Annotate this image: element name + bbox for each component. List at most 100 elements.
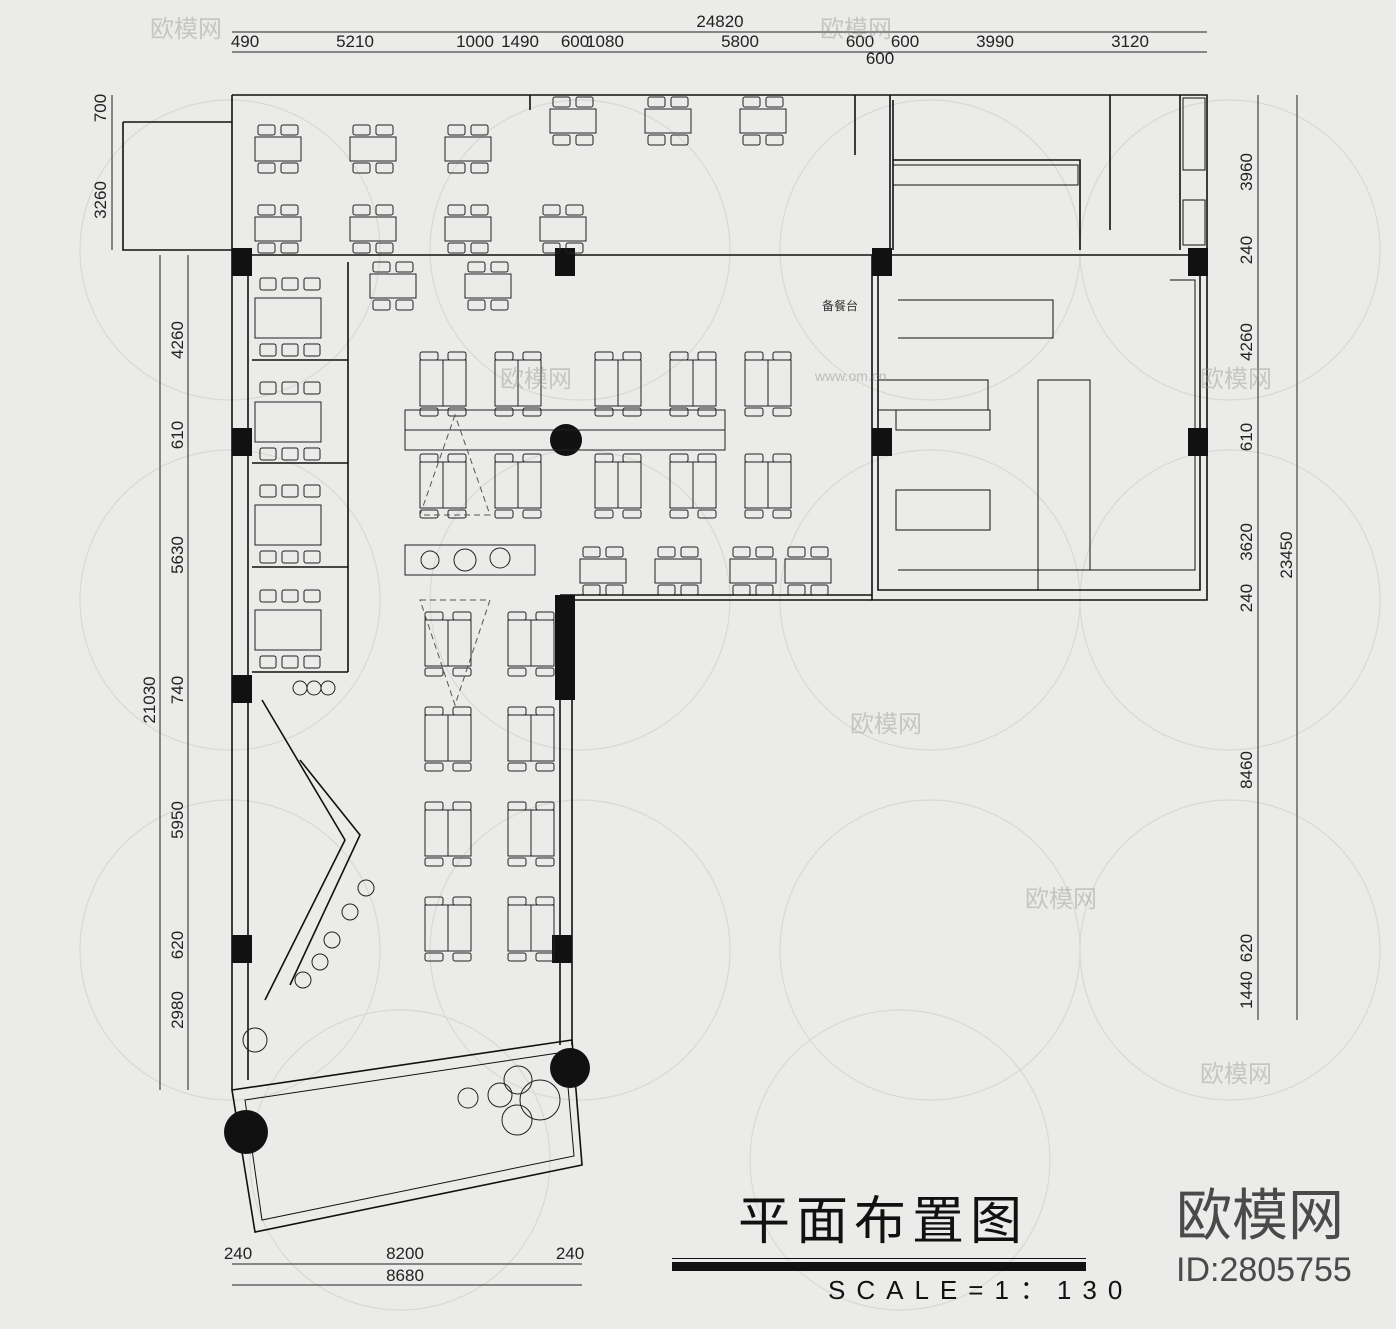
table-4-seat (254, 204, 302, 254)
table-4-seat (507, 801, 555, 867)
dimension-label: 8680 (386, 1266, 424, 1285)
drawing-title: 平面布置图 (738, 1192, 1029, 1252)
table-4-seat (444, 204, 492, 254)
paper-texture-arcs (79, 99, 1381, 1311)
column (232, 428, 252, 456)
dimension-label: 2980 (168, 991, 187, 1029)
table-4-seat (349, 124, 397, 174)
dimension-label: 23450 (1277, 531, 1296, 578)
watermark: 欧模网 (1025, 885, 1097, 913)
dimension-label: 8460 (1237, 751, 1256, 789)
table-4-seat (507, 611, 555, 677)
furniture-tables (254, 96, 832, 962)
table-4-seat (784, 546, 832, 596)
dimension-label: 8200 (386, 1244, 424, 1263)
dimension-label: 5630 (168, 536, 187, 574)
dimension-label: 5950 (168, 801, 187, 839)
texture-arc (249, 1009, 551, 1311)
dimension-label: 600 (866, 49, 894, 68)
table-4-seat (654, 546, 702, 596)
table-4-seat (419, 453, 467, 519)
table-4-seat (424, 706, 472, 772)
column (1188, 248, 1208, 276)
column (872, 248, 892, 276)
table-4-seat (464, 261, 512, 311)
watermark: 欧模网 (150, 15, 222, 43)
texture-arc (1079, 99, 1381, 401)
column (555, 595, 575, 700)
round-column (550, 1048, 590, 1088)
booth-table (254, 589, 322, 669)
table-4-seat (539, 204, 587, 254)
dimension-label: 3260 (91, 181, 110, 219)
texture-arc (79, 99, 381, 401)
texture-arc (429, 99, 731, 401)
title-underline-thin (672, 1258, 1086, 1259)
dimension-label: 610 (168, 421, 187, 449)
drawing-scale: SCALE=1：130 (828, 1275, 1134, 1305)
dimension-label: 3120 (1111, 32, 1149, 51)
walls (122, 94, 1208, 1233)
planters-and-columns (224, 409, 726, 1154)
dimension-label: 1440 (1237, 971, 1256, 1009)
dimension-label: 4260 (1237, 323, 1256, 361)
dimension-label: 490 (231, 32, 259, 51)
table-4-seat (744, 351, 792, 417)
texture-arc (779, 799, 1081, 1101)
structural-columns (232, 248, 1208, 963)
table-4-seat (644, 96, 692, 146)
column (232, 675, 252, 703)
table-4-seat (424, 896, 472, 962)
booth-table (254, 277, 322, 357)
dimension-label: 600 (846, 32, 874, 51)
booth-table (254, 381, 322, 461)
label-prep-station: 备餐台 (822, 298, 858, 313)
column (232, 248, 252, 276)
texture-arc (79, 799, 381, 1101)
dimension-label: 5210 (336, 32, 374, 51)
dimension-label: 600 (561, 32, 589, 51)
table-4-seat (549, 96, 597, 146)
table-4-seat (739, 96, 787, 146)
table-4-seat (669, 351, 717, 417)
watermark: 欧模网 (850, 710, 922, 738)
dimension-label: 620 (1237, 934, 1256, 962)
table-4-seat (669, 453, 717, 519)
brand-watermark: 欧模网 (1176, 1184, 1344, 1249)
table-4-seat (507, 706, 555, 772)
dimension-label: 740 (168, 676, 187, 704)
drawing-id: ID:2805755 (1176, 1251, 1352, 1289)
table-4-seat (444, 124, 492, 174)
dimension-label: 4260 (168, 321, 187, 359)
table-4-seat (494, 453, 542, 519)
table-4-seat (254, 124, 302, 174)
dimension-label: 620 (168, 931, 187, 959)
dimension-label: 700 (91, 94, 110, 122)
table-4-seat (579, 546, 627, 596)
dimension-label: 610 (1237, 423, 1256, 451)
table-4-seat (349, 204, 397, 254)
dimension-label: 1080 (586, 32, 624, 51)
watermark: 欧模网 (1200, 1060, 1272, 1088)
round-column (224, 1110, 268, 1154)
dimension-label: 1000 (456, 32, 494, 51)
column (555, 248, 575, 276)
texture-arc (429, 799, 731, 1101)
watermark: 欧模网 (820, 15, 892, 43)
dimension-label: 3990 (976, 32, 1014, 51)
table-4-seat (424, 801, 472, 867)
dimension-label: 240 (1237, 584, 1256, 612)
table-4-seat (419, 351, 467, 417)
dimension-label: 5800 (721, 32, 759, 51)
table-4-seat (729, 546, 777, 596)
texture-arc (749, 1009, 1051, 1311)
dimension-label: 240 (1237, 236, 1256, 264)
watermark-url: www.om.cn (815, 368, 887, 384)
table-4-seat (369, 261, 417, 311)
column (1188, 428, 1208, 456)
dimension-label: 21030 (140, 676, 159, 723)
watermark: 欧模网 (1200, 365, 1272, 393)
column (552, 935, 572, 963)
